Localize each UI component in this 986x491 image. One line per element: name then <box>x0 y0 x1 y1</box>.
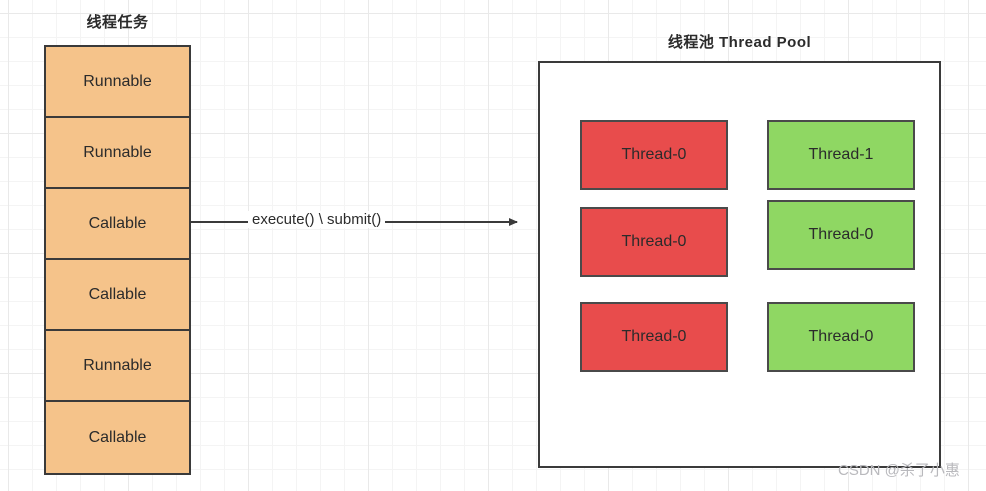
task-cell-label: Callable <box>88 214 147 232</box>
task-cell-label: Callable <box>88 285 147 303</box>
thread-box-idle: Thread-0 <box>767 302 915 372</box>
thread-box-label: Thread-0 <box>808 226 874 243</box>
thread-box-busy: Thread-0 <box>580 302 728 372</box>
thread-box-label: Thread-0 <box>621 233 687 250</box>
thread-pool-title: 线程池 Thread Pool <box>667 34 812 51</box>
thread-box-idle: Thread-1 <box>767 120 915 190</box>
thread-box-busy: Thread-0 <box>580 207 728 277</box>
task-cell: Callable <box>46 260 189 331</box>
task-cell: Runnable <box>46 47 189 118</box>
thread-pool-container: Thread-0 Thread-1 Thread-0 Thread-0 Thre… <box>538 61 941 468</box>
thread-box-busy: Thread-0 <box>580 120 728 190</box>
task-cell-label: Runnable <box>83 72 152 90</box>
task-cell: Runnable <box>46 331 189 402</box>
thread-box-label: Thread-0 <box>621 328 687 345</box>
task-cell-label: Runnable <box>83 356 152 374</box>
task-cell: Callable <box>46 402 189 473</box>
thread-box-label: Thread-0 <box>808 328 874 345</box>
thread-box-label: Thread-0 <box>621 146 687 163</box>
task-cell-label: Runnable <box>83 143 152 161</box>
task-queue-title: 线程任务 <box>86 14 149 31</box>
task-cell: Callable <box>46 189 189 260</box>
submit-arrow-label: execute() \ submit() <box>248 211 386 228</box>
thread-box-idle: Thread-0 <box>767 200 915 270</box>
watermark: CSDN @杀了小惠 <box>838 462 960 479</box>
thread-box-label: Thread-1 <box>808 146 874 163</box>
task-cell: Runnable <box>46 118 189 189</box>
task-queue-stack: Runnable Runnable Callable Callable Runn… <box>44 45 191 475</box>
task-cell-label: Callable <box>88 428 147 446</box>
